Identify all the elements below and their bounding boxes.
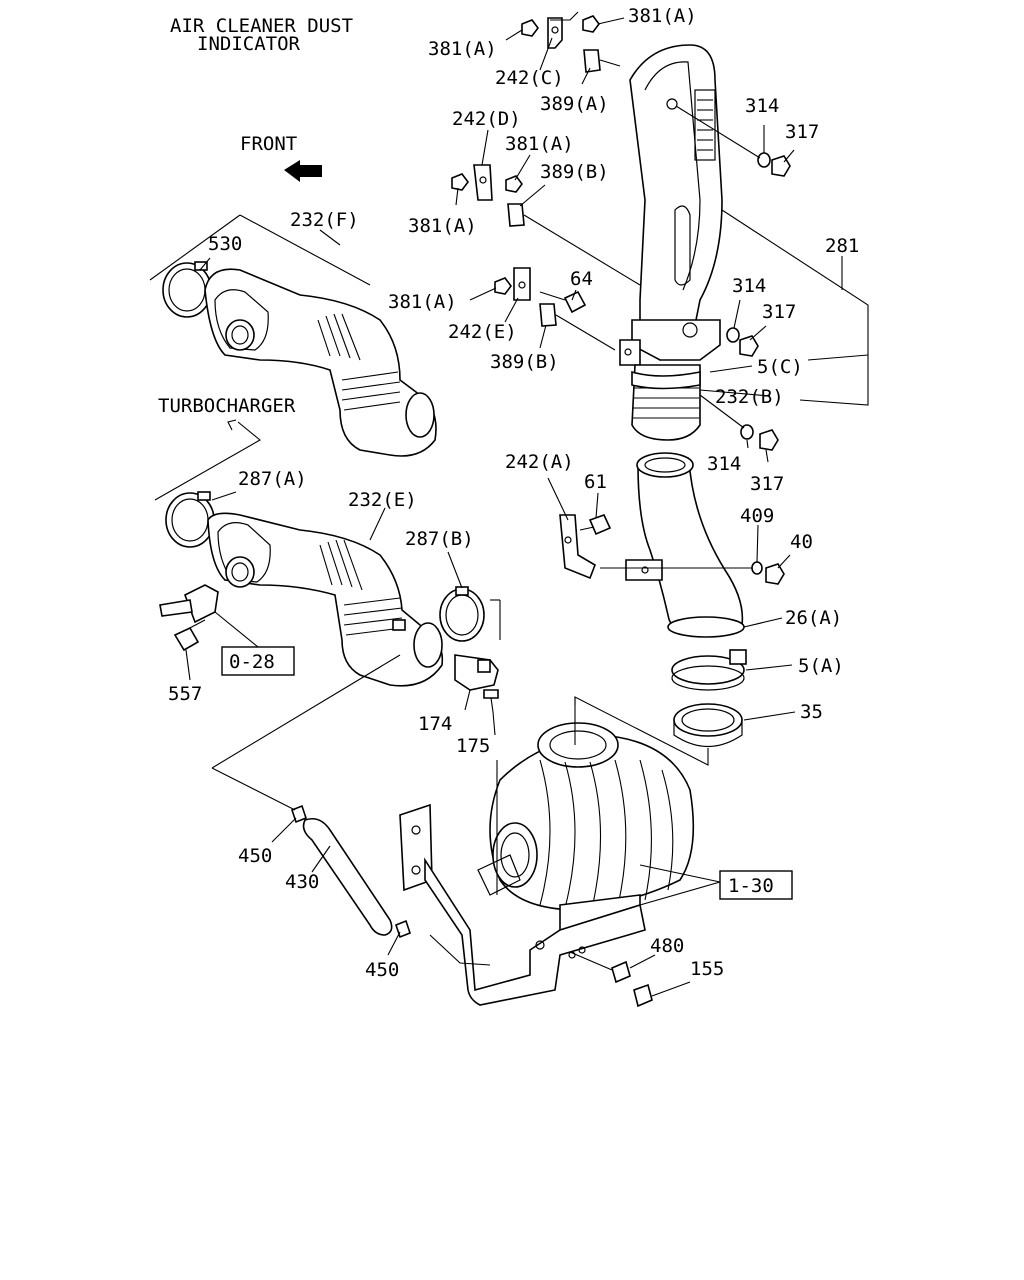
- callout-314-3: 314: [707, 453, 741, 475]
- callout-64: 64: [570, 268, 593, 290]
- group-bracket-281: [721, 209, 869, 406]
- group-bracket-232f: [149, 214, 371, 286]
- callout-242a: 242(A): [505, 451, 574, 473]
- leader-lines: [185, 11, 796, 997]
- dust-indicator-174: [454, 654, 499, 691]
- nut-381a-top-left: [521, 19, 539, 37]
- front-arrow-icon: [284, 160, 322, 182]
- intake-duct-281: [619, 44, 723, 366]
- callout-389b-1: 389(B): [540, 161, 609, 183]
- group-bracket-turbo: [154, 419, 261, 501]
- callout-389a: 389(A): [540, 93, 609, 115]
- callout-381a-5: 381(A): [388, 291, 457, 313]
- callout-450-1: 450: [238, 845, 272, 867]
- washer-314-top: [757, 152, 771, 168]
- group-bracket-dust: [211, 599, 501, 811]
- hose-232f: [204, 268, 437, 457]
- callout-281: 281: [825, 235, 859, 257]
- callout-450-2: 450: [365, 959, 399, 981]
- clamp-287b: [439, 586, 485, 642]
- callout-381a-1: 381(A): [428, 38, 497, 60]
- clamp-5a: [671, 649, 747, 691]
- bolt-61: [579, 514, 612, 536]
- clip-389a: [583, 49, 621, 73]
- callout-530: 530: [208, 233, 242, 255]
- clamp-287a: [165, 491, 215, 548]
- clip-389b-lower: [539, 303, 616, 351]
- callout-155: 155: [690, 958, 724, 980]
- callout-232e: 232(E): [348, 489, 417, 511]
- hose-232e: [207, 512, 444, 687]
- callout-174: 174: [418, 713, 452, 735]
- callout-317-3: 317: [750, 473, 784, 495]
- air-cleaner-body: [489, 722, 695, 931]
- turbo-fitting: [159, 584, 219, 624]
- callout-480: 480: [650, 935, 684, 957]
- washer-314-mid: [726, 327, 740, 343]
- ref-box-0-28[interactable]: 0-28: [221, 646, 295, 676]
- clip-389b-upper: [507, 203, 641, 286]
- bracket-242a: [559, 514, 596, 580]
- nut-40: [765, 563, 785, 585]
- callout-5c: 5(C): [757, 356, 803, 378]
- callout-430: 430: [285, 871, 319, 893]
- callout-61: 61: [584, 471, 607, 493]
- diagram-title-line2: INDICATOR: [197, 33, 301, 55]
- callout-317-1: 317: [785, 121, 819, 143]
- callout-314-1: 314: [745, 95, 779, 117]
- ref-box-1-30[interactable]: 1-30: [719, 870, 793, 900]
- callout-232b: 232(B): [715, 386, 784, 408]
- mounting-bracket: [399, 803, 646, 1006]
- ref-0-28-label: 0-28: [229, 651, 275, 673]
- callout-242e: 242(E): [448, 321, 517, 343]
- fitting-480: [569, 951, 631, 984]
- callout-314-2: 314: [732, 275, 766, 297]
- nut-317-low: [759, 429, 779, 451]
- bolt-64: [539, 290, 587, 314]
- group-bracket-hose-430: [429, 934, 491, 966]
- nut-381a-left: [451, 173, 469, 191]
- callout-242d: 242(D): [452, 108, 521, 130]
- callout-5a: 5(A): [798, 655, 844, 677]
- callout-232f: 232(F): [290, 209, 359, 231]
- callout-26a: 26(A): [785, 607, 842, 629]
- diagram-title-line1: AIR CLEANER DUST: [170, 15, 353, 37]
- ref-1-30-label: 1-30: [728, 875, 774, 897]
- washer-314-low: [740, 424, 754, 440]
- callout-175: 175: [456, 735, 490, 757]
- callout-389b-2: 389(B): [490, 351, 559, 373]
- ring-35: [673, 703, 743, 747]
- bracket-242e: [513, 267, 531, 301]
- callout-381a-3: 381(A): [505, 133, 574, 155]
- nut-317-mid: [739, 335, 759, 357]
- callout-557: 557: [168, 683, 202, 705]
- group-bracket-cleaner: [496, 696, 721, 906]
- callout-381a-4: 381(A): [408, 215, 477, 237]
- callout-35: 35: [800, 701, 823, 723]
- bolt-155: [633, 983, 653, 1008]
- turbocharger-label: TURBOCHARGER: [158, 395, 296, 417]
- callout-287b: 287(B): [405, 528, 474, 550]
- front-label: FRONT: [240, 133, 297, 155]
- callout-381a-2: 381(A): [628, 5, 697, 27]
- hose-430: [302, 817, 393, 936]
- bolt-557: [173, 619, 206, 652]
- callout-317-2: 317: [762, 301, 796, 323]
- callout-287a: 287(A): [238, 468, 307, 490]
- screw-175: [483, 689, 499, 713]
- nut-381a-top-right: [582, 15, 600, 33]
- duct-26a: [625, 452, 745, 638]
- hose-232b: [631, 364, 701, 441]
- nut-381a-mid: [505, 175, 523, 193]
- callout-409: 409: [740, 505, 774, 527]
- washer-409: [751, 561, 763, 575]
- clamp-530: [162, 261, 212, 318]
- nut-317-top: [771, 155, 791, 177]
- nut-381a-lower: [494, 277, 512, 295]
- callout-242c: 242(C): [495, 67, 564, 89]
- bracket-242d: [473, 164, 493, 201]
- callout-40: 40: [790, 531, 813, 553]
